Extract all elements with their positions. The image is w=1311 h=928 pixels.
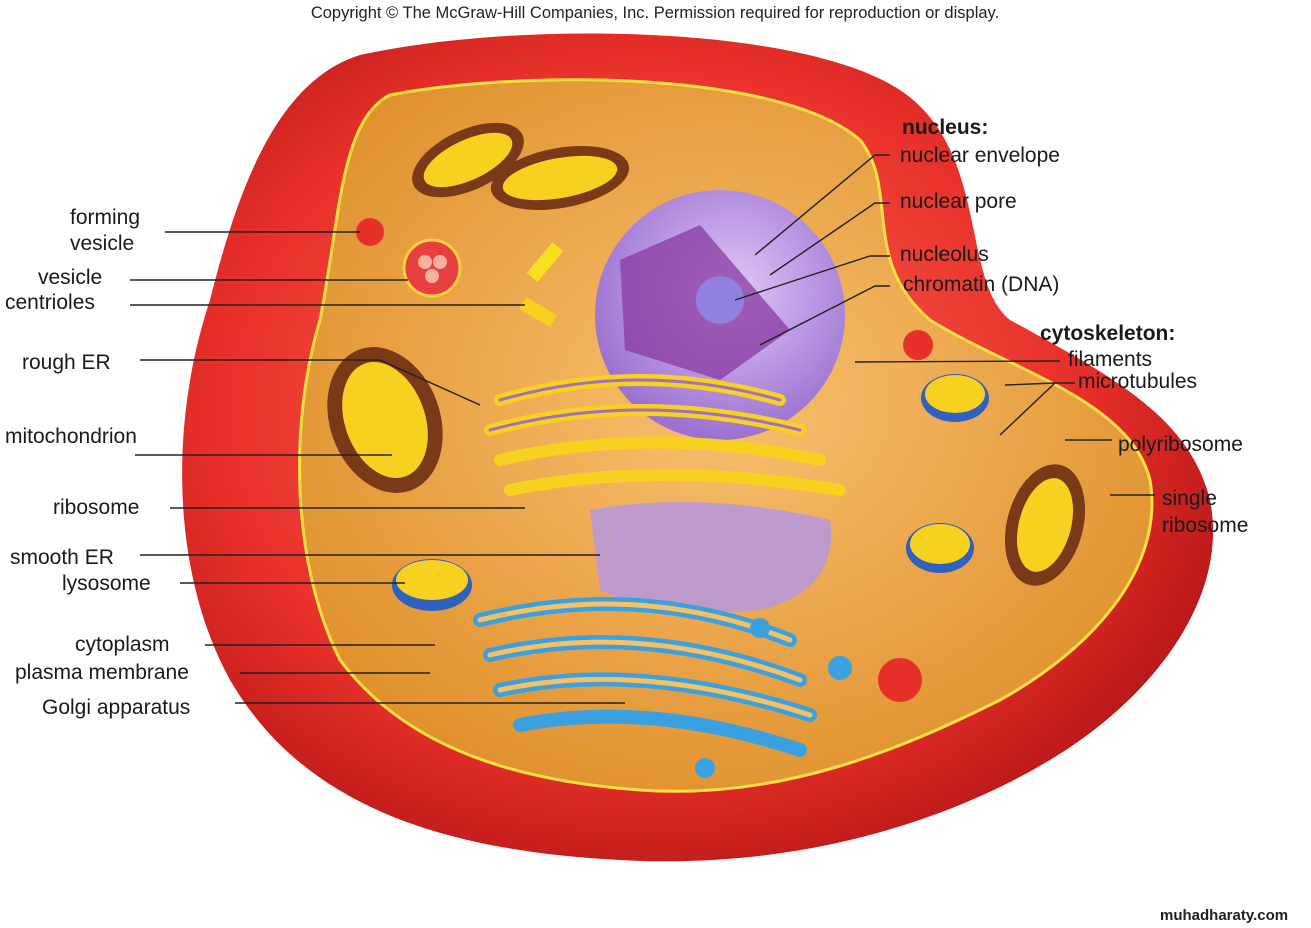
label-microtubules: microtubules	[1078, 370, 1197, 393]
label-forming-vesicle-line2: vesicle	[70, 232, 134, 255]
label-single-ribosome-line2: ribosome	[1162, 514, 1248, 537]
label-single-ribosome-line1: single	[1162, 487, 1217, 510]
nucleolus-shape	[696, 276, 744, 324]
label-ribosome: ribosome	[53, 496, 139, 519]
watermark: muhadharaty.com	[1160, 907, 1288, 924]
label-rough-er: rough ER	[22, 351, 111, 374]
leader-lines	[130, 154, 1155, 704]
label-chromatin: chromatin (DNA)	[903, 273, 1059, 296]
label-golgi-apparatus: Golgi apparatus	[42, 696, 190, 719]
label-polyribosome: polyribosome	[1118, 433, 1243, 456]
lysosome-shapes	[392, 374, 989, 611]
label-filaments: filaments	[1068, 348, 1152, 371]
label-nuclear-envelope: nuclear envelope	[900, 144, 1060, 167]
label-smooth-er: smooth ER	[10, 546, 114, 569]
label-forming-vesicle-line1: forming	[70, 206, 140, 229]
copyright-notice: Copyright © The McGraw-Hill Companies, I…	[311, 4, 999, 22]
label-cytoplasm: cytoplasm	[75, 633, 170, 656]
label-mitochondrion: mitochondrion	[5, 425, 137, 448]
rough-er-shape	[484, 374, 846, 496]
forming-vesicle-shape	[356, 218, 384, 246]
label-plasma-membrane: plasma membrane	[15, 661, 189, 684]
label-vesicle: vesicle	[38, 266, 102, 289]
label-nucleolus: nucleolus	[900, 243, 989, 266]
label-nuclear-pore: nuclear pore	[900, 190, 1017, 213]
heading-cytoskeleton: cytoskeleton:	[1040, 322, 1175, 345]
golgi-shape	[473, 597, 852, 778]
label-lysosome: lysosome	[62, 572, 151, 595]
mitochondrion-shapes	[327, 122, 1086, 586]
label-centrioles: centrioles	[5, 291, 95, 314]
centrioles-shape	[518, 242, 564, 328]
vesicle-shape	[402, 238, 462, 298]
smooth-er-shape	[590, 502, 832, 613]
heading-nucleus: nucleus:	[902, 116, 988, 139]
